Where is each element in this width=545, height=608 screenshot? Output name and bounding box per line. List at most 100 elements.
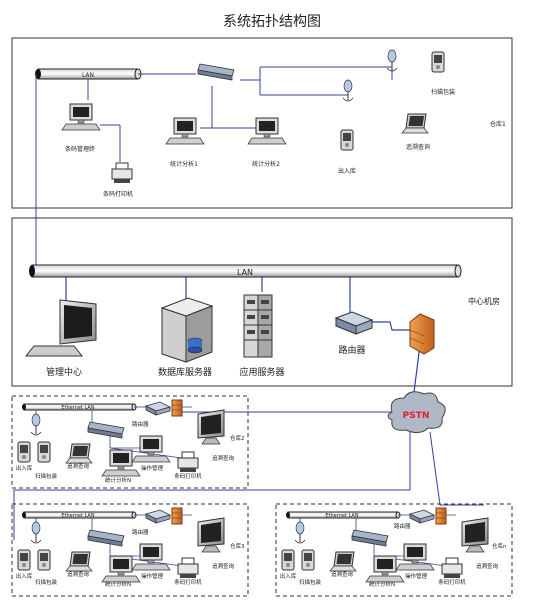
pstn-cloud-icon: PSTN bbox=[387, 391, 446, 434]
warehouse2-ops-label: 操作管理 bbox=[141, 464, 164, 472]
warehouseN-trace-monitor-label: 追溯查询 bbox=[476, 562, 499, 570]
warehouse2-inout-label: 出入库 bbox=[16, 464, 33, 472]
pstn-label: PSTN bbox=[403, 411, 430, 421]
warehouseN-laptop-icon bbox=[329, 551, 357, 572]
warehouseN-ops-label: 操作管理 bbox=[405, 572, 428, 580]
warehouseN-stats-label: 统计分析N bbox=[369, 580, 395, 588]
warehouse1-lan-label: LAN bbox=[82, 72, 94, 79]
warehouse3-printer-icon bbox=[177, 557, 199, 579]
warehouse1-ap2-icon bbox=[342, 79, 354, 102]
warehouse1-switch-icon bbox=[197, 63, 235, 81]
warehouseN-monitor-icon bbox=[461, 517, 489, 553]
warehouse3-router-label: 路由器 bbox=[132, 528, 149, 536]
warehouse2-firewall-icon bbox=[171, 399, 183, 417]
stats1-pc-icon bbox=[165, 117, 205, 145]
warehouse3-monitor-icon bbox=[197, 517, 225, 553]
warehouse1-name: 仓库1 bbox=[490, 120, 506, 128]
warehouse1-box bbox=[11, 37, 513, 209]
warehouse1-inout-label: 出入库 bbox=[338, 167, 356, 175]
warehouse1-ap1-icon bbox=[386, 49, 398, 72]
warehouseN-pda1-icon bbox=[281, 549, 295, 571]
center-room-name: 中心机房 bbox=[468, 296, 500, 306]
warehouseN-name: 仓库n bbox=[492, 542, 507, 550]
scan-pack-pda-icon bbox=[431, 51, 445, 73]
center-firewall-icon bbox=[409, 313, 435, 355]
warehouseN-router-icon bbox=[409, 509, 435, 524]
warehouse2-printer-label: 条码打印机 bbox=[174, 472, 202, 480]
warehouseN-lan-label: Ethernet LAN bbox=[325, 513, 358, 519]
warehouse2-trace-monitor-label: 追溯查询 bbox=[212, 454, 235, 462]
barcode-printer-icon bbox=[111, 162, 133, 184]
warehouseN-inout-label: 出入库 bbox=[280, 572, 297, 580]
center-lan: LAN bbox=[29, 264, 462, 278]
database-server-icon bbox=[160, 297, 214, 363]
warehouse1-scan-pack-label: 扫描包装 bbox=[431, 88, 455, 96]
warehouse2-pda1-icon bbox=[17, 441, 31, 463]
warehouseN-switch-icon bbox=[351, 529, 389, 547]
warehouse2-laptop-icon bbox=[65, 443, 93, 464]
warehouseN-router-label: 路由器 bbox=[394, 522, 411, 530]
center-lan-label: LAN bbox=[237, 268, 253, 277]
warehouse3-printer-label: 条码打印机 bbox=[174, 578, 202, 586]
stats2-pc-icon bbox=[247, 117, 287, 145]
warehouse3-group: Ethernet LAN 路由器 仓库3 出入库 扫描包装 追溯查询 统计分析N… bbox=[11, 503, 249, 597]
application-server-icon bbox=[243, 294, 273, 358]
warehouse2-router-label: 路由器 bbox=[132, 420, 149, 428]
warehouse2-ops-pc-icon bbox=[131, 435, 171, 463]
warehouseN-group: Ethernet LAN 路由器 仓库n 出入库 扫描包装 追溯查询 统计分析N… bbox=[275, 503, 513, 597]
warehouseN-firewall-icon bbox=[435, 507, 447, 525]
warehouseN-ops-pc-icon bbox=[395, 543, 435, 571]
warehouse3-switch-icon bbox=[87, 529, 125, 547]
warehouseN-ap-icon bbox=[294, 521, 306, 544]
center-links bbox=[65, 277, 421, 409]
warehouseN-trace-laptop-label: 追溯查询 bbox=[331, 570, 354, 578]
warehouse3-router-icon bbox=[145, 509, 171, 524]
wan-links bbox=[13, 411, 484, 540]
trace-laptop-icon bbox=[401, 113, 429, 134]
barcode-manager-pc-icon bbox=[61, 103, 101, 131]
warehouse2-trace-laptop-label: 追溯查询 bbox=[67, 462, 90, 470]
center-router-icon bbox=[334, 311, 374, 335]
warehouseN-scan-pack-label: 扫描包装 bbox=[299, 578, 322, 586]
center-room-box bbox=[11, 217, 513, 387]
stats1-label: 统计分析1 bbox=[170, 160, 198, 168]
warehouse3-inout-label: 出入库 bbox=[16, 572, 33, 580]
warehouse3-firewall-icon bbox=[171, 507, 183, 525]
warehouse1-trace-label: 追溯查询 bbox=[406, 143, 430, 151]
warehouse2-scan-pack-label: 扫描包装 bbox=[35, 472, 58, 480]
warehouse2-stats-label: 统计分析N bbox=[105, 476, 131, 484]
warehouse2-switch-icon bbox=[87, 421, 125, 439]
warehouse3-stats-label: 统计分析N bbox=[105, 580, 131, 588]
warehouse2-stats-pc-icon bbox=[101, 449, 141, 477]
warehouse2-printer-icon bbox=[177, 451, 199, 473]
warehouse3-pda1-icon bbox=[17, 549, 31, 571]
management-center-label: 管理中心 bbox=[46, 366, 82, 378]
warehouse2-router-icon bbox=[145, 401, 171, 416]
warehouse2-monitor-icon bbox=[197, 409, 225, 445]
warehouseN-printer-label: 条码打印机 bbox=[438, 578, 466, 586]
warehouse2-lan-label: Ethernet LAN bbox=[61, 405, 94, 411]
warehouse3-trace-laptop-label: 追溯查询 bbox=[67, 570, 90, 578]
inout-pda-icon bbox=[340, 129, 354, 151]
warehouse3-laptop-icon bbox=[65, 551, 93, 572]
warehouse2-ap-icon bbox=[30, 413, 42, 436]
stats2-label: 统计分析2 bbox=[252, 160, 280, 168]
warehouse3-pda2-icon bbox=[37, 549, 51, 571]
warehouse1-lan: LAN bbox=[35, 68, 142, 80]
warehouse3-ops-pc-icon bbox=[131, 543, 171, 571]
center-router-label: 路由器 bbox=[338, 344, 365, 356]
warehouse3-scan-pack-label: 扫描包装 bbox=[35, 578, 58, 586]
barcode-printer-label: 条码打印机 bbox=[103, 190, 133, 198]
warehouse2-pda2-icon bbox=[37, 441, 51, 463]
warehouse3-ap-icon bbox=[30, 521, 42, 544]
warehouse2-name: 仓库2 bbox=[230, 434, 245, 442]
application-server-label: 应用服务器 bbox=[239, 366, 284, 378]
warehouse3-trace-monitor-label: 追溯查询 bbox=[212, 562, 235, 570]
database-server-label: 数据库服务器 bbox=[158, 366, 212, 378]
barcode-manager-label: 条码管理终 bbox=[65, 145, 95, 153]
warehouse3-lan-label: Ethernet LAN bbox=[61, 513, 94, 519]
diagram-title: 系统拓扑结构图 bbox=[223, 14, 321, 30]
warehouse3-ops-label: 操作管理 bbox=[141, 572, 164, 580]
warehouse3-name: 仓库3 bbox=[230, 542, 245, 550]
